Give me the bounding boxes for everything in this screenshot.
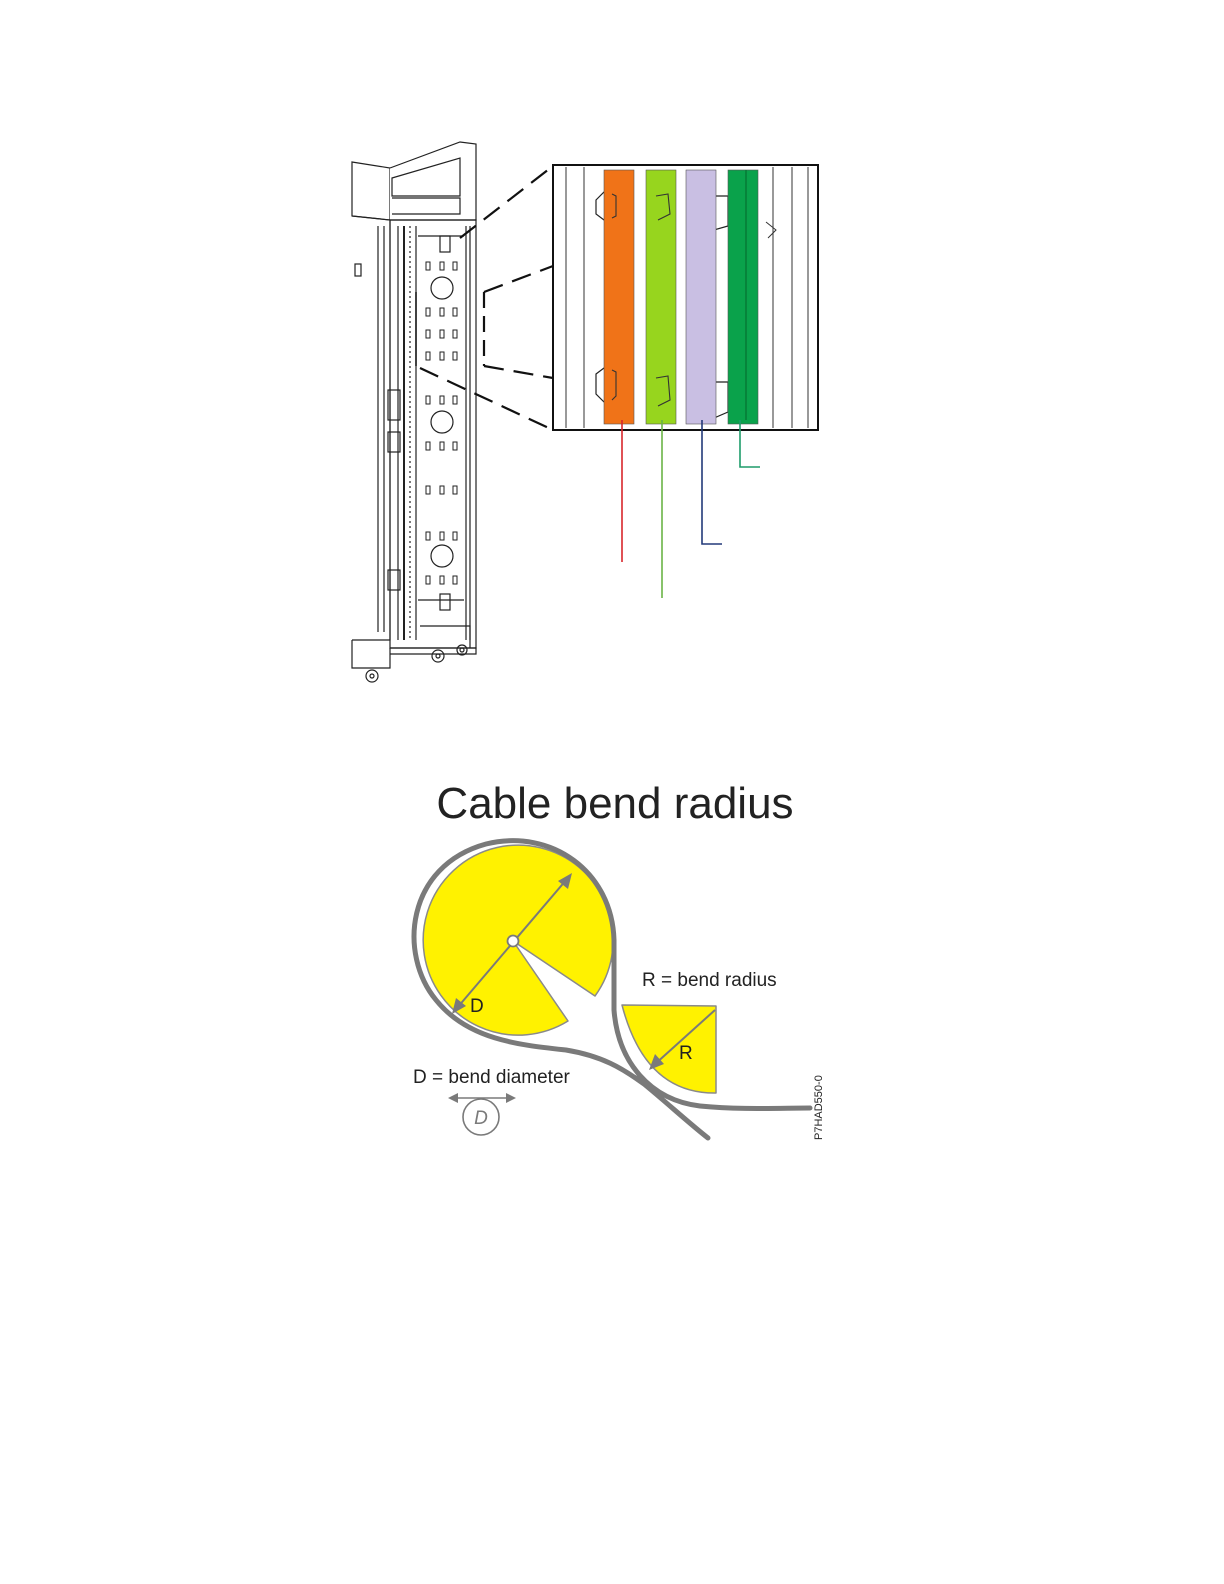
- strip-lavender: [686, 170, 716, 424]
- strip-orange: [604, 170, 634, 424]
- center-point: [508, 936, 519, 947]
- strip-light-green: [646, 170, 676, 424]
- leader-navy: [702, 420, 722, 544]
- bend-diagram: D R R = bend radius D = bend diameter D …: [413, 841, 825, 1140]
- figure-id: P7HAD550-0: [813, 1075, 825, 1140]
- radius-legend: R = bend radius: [642, 970, 777, 991]
- bend-diagram-title: Cable bend radius: [436, 779, 793, 828]
- leader-lines: [622, 420, 760, 598]
- diameter-legend: D = bend diameter: [413, 1067, 571, 1088]
- diameter-symbol: D: [448, 1093, 516, 1135]
- rack-illustration: [352, 142, 476, 682]
- diameter-symbol-letter: D: [474, 1108, 488, 1129]
- zoom-inset: [553, 165, 818, 430]
- radius-letter: R: [679, 1043, 693, 1064]
- diameter-letter: D: [470, 996, 484, 1017]
- strip-dark-green: [728, 170, 758, 424]
